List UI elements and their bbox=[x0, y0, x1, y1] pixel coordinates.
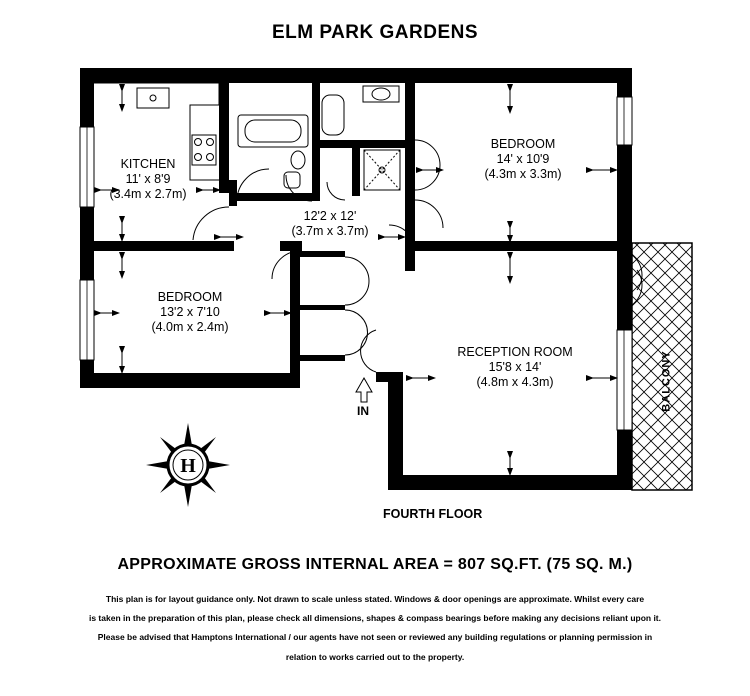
room-size-imperial: 11' x 8'9 bbox=[125, 172, 171, 186]
room-name: KITCHEN bbox=[120, 157, 176, 171]
kitchen-label: KITCHEN 11' x 8'9 (3.4m x 2.7m) bbox=[98, 157, 198, 202]
entrance-label: IN bbox=[357, 404, 369, 418]
entrance-arrow bbox=[355, 376, 373, 403]
svg-text:H: H bbox=[180, 455, 196, 477]
room-size-imperial: 12'2 x 12' bbox=[303, 209, 357, 223]
room-size-imperial: 15'8 x 14' bbox=[488, 360, 542, 374]
balcony-label: BALCONY bbox=[660, 350, 673, 412]
disclaimer-line: is taken in the preparation of this plan… bbox=[88, 613, 662, 623]
bathroom-fittings bbox=[237, 85, 401, 191]
room-name: BEDROOM bbox=[490, 137, 556, 151]
room-size-imperial: 14' x 10'9 bbox=[496, 152, 550, 166]
kitchen-units bbox=[94, 82, 220, 181]
dimension-arrows bbox=[94, 84, 618, 476]
hall-label: 12'2 x 12' (3.7m x 3.7m) bbox=[275, 209, 385, 239]
area-text: APPROXIMATE GROSS INTERNAL AREA = 807 SQ… bbox=[117, 556, 633, 573]
disclaimer-line: This plan is for layout guidance only. N… bbox=[105, 594, 645, 604]
room-size-metric: (4.0m x 2.4m) bbox=[151, 320, 229, 334]
compass-icon: H bbox=[146, 423, 230, 507]
disclaimer-line: Please be advised that Hamptons Internat… bbox=[97, 632, 653, 642]
walls bbox=[80, 68, 632, 490]
reception-label: RECEPTION ROOM 15'8 x 14' (4.8m x 4.3m) bbox=[445, 345, 585, 390]
room-size-metric: (3.7m x 3.7m) bbox=[291, 224, 369, 238]
room-name: BEDROOM bbox=[157, 290, 223, 304]
bedroom1-label: BEDROOM 14' x 10'9 (4.3m x 3.3m) bbox=[468, 137, 578, 182]
room-size-imperial: 13'2 x 7'10 bbox=[160, 305, 220, 319]
room-size-metric: (3.4m x 2.7m) bbox=[109, 187, 187, 201]
room-size-metric: (4.3m x 3.3m) bbox=[484, 167, 562, 181]
room-name: RECEPTION ROOM bbox=[457, 345, 573, 359]
room-size-metric: (4.8m x 4.3m) bbox=[476, 375, 554, 389]
disclaimer-line: relation to works carried out to the pro… bbox=[285, 652, 465, 662]
bedroom2-label: BEDROOM 13'2 x 7'10 (4.0m x 2.4m) bbox=[135, 290, 245, 335]
plan-title: ELM PARK GARDENS bbox=[271, 22, 479, 43]
floor-label: FOURTH FLOOR bbox=[383, 507, 483, 521]
